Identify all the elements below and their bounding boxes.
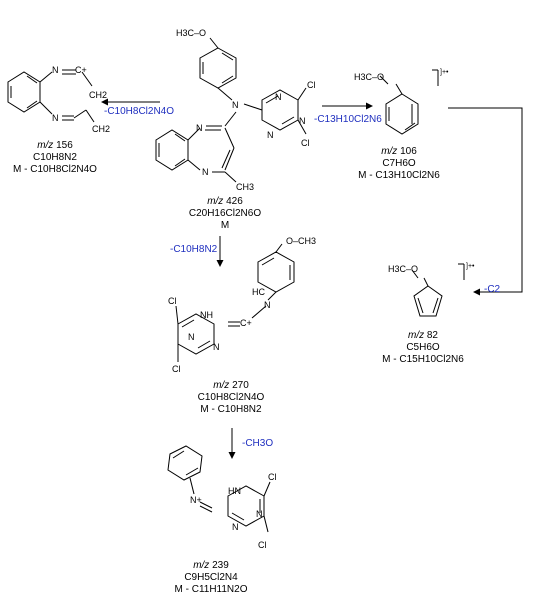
frag270-cl-top: Cl — [168, 296, 177, 306]
frag156-CH2-top: CH2 — [89, 90, 107, 100]
center-cl-top: Cl — [307, 80, 316, 90]
frag156-caption: m/z 156 C10H8N2 M - C10H8Cl2N4O — [0, 140, 110, 176]
frag156-C-plus: C+ — [75, 65, 87, 75]
frag82-caption: m/z 82 C5H6O M - C15H10Cl2N6 — [368, 330, 478, 366]
frag239-mz: m/z 239 — [193, 560, 229, 571]
arrow-to-82 — [448, 107, 523, 296]
frag106-mz: m/z 106 — [381, 146, 417, 157]
arrow-label-239: -CH3O — [242, 438, 274, 449]
frag82-mz: m/z 82 — [407, 330, 438, 341]
frag156-N1: N — [52, 65, 59, 75]
frag239-HN: HN — [228, 486, 241, 496]
frag239-caption: m/z 239 C9H5Cl2N4 M - C11H11N2O — [156, 560, 266, 596]
center-cl-bottom: Cl — [301, 138, 310, 148]
frag270-N3: N — [188, 332, 195, 342]
frag106-loss: M - C13H10Cl2N6 — [358, 170, 440, 181]
parent-molecule: H3C–O N N N CH3 — [155, 28, 316, 192]
frag156-CH2-bottom: CH2 — [92, 124, 110, 134]
frag270-HC: HC — [252, 287, 265, 297]
frag270-loss: M - C10H8N2 — [200, 404, 262, 415]
frag239-cl-top: Cl — [268, 472, 277, 482]
frag106-radical: ]+• — [440, 69, 449, 76]
fragment-156 — [7, 69, 95, 123]
frag270-caption: m/z 270 C10H8Cl2N4O M - C10H8N2 — [176, 380, 286, 416]
arrow-label-82: -C2 — [484, 284, 501, 295]
arrow-label-106: -C13H10Cl2N6 — [314, 114, 382, 125]
frag239-cl-bottom: Cl — [258, 540, 267, 550]
center-amine-N: N — [232, 100, 239, 110]
frag106-methoxy: H3C–O — [354, 72, 384, 82]
frag270-mz: m/z 270 — [213, 380, 249, 391]
fragment-270 — [175, 243, 295, 362]
arrow-label-270: -C10H8N2 — [170, 244, 218, 255]
frag270-formula: C10H8Cl2N4O — [197, 392, 265, 403]
center-diaz-N1: N — [196, 123, 203, 133]
center-methoxy-label: H3C–O — [176, 28, 206, 38]
frag156-N2: N — [52, 113, 59, 123]
center-methyl: CH3 — [236, 182, 254, 192]
frag156-formula: C10H8N2 — [33, 152, 77, 163]
frag270-methoxy: O–CH3 — [286, 236, 316, 246]
fragment-106 — [379, 69, 439, 135]
frag270-C-plus: C+ — [240, 318, 252, 328]
fragment-82 — [411, 263, 465, 317]
frag106-formula: C7H6O — [382, 158, 416, 169]
frag270-cl-bottom: Cl — [172, 364, 181, 374]
frag239-N2: N — [256, 509, 263, 519]
frag82-methoxy: H3C–O — [388, 264, 418, 274]
benzodiazepine-ring — [155, 111, 237, 183]
frag270-N-ring: N — [264, 300, 271, 310]
parent-label: M — [220, 220, 230, 231]
frag270-NH: NH — [200, 310, 213, 320]
center-triazine-N3: N — [299, 116, 306, 126]
frag239-formula: C9H5Cl2N4 — [184, 572, 238, 583]
frag156-mz: m/z 156 — [37, 140, 73, 151]
frag239-loss: M - C11H11N2O — [174, 584, 248, 595]
frag156-loss: M - C10H8Cl2N4O — [13, 164, 97, 175]
frag82-loss: M - C15H10Cl2N6 — [382, 354, 464, 365]
parent-formula: C20H16Cl2N6O — [188, 208, 262, 219]
center-triazine-N1: N — [275, 92, 282, 102]
frag106-caption: m/z 106 C7H6O M - C13H10Cl2N6 — [344, 146, 454, 182]
frag270-N2: N — [213, 342, 220, 352]
frag82-radical: ]+• — [466, 263, 475, 270]
center-triazine-N2: N — [267, 130, 274, 140]
methoxyphenyl-ring — [199, 37, 237, 101]
fragment-239 — [167, 445, 271, 533]
arrow-label-156: -C10H8Cl2N4O — [104, 106, 175, 117]
parent-mz: m/z 426 — [207, 196, 243, 207]
frag239-N-plus: N+ — [190, 495, 202, 505]
parent-caption: m/z 426 C20H16Cl2N6O M — [170, 196, 280, 232]
center-diaz-N2: N — [202, 167, 209, 177]
frag239-N3: N — [232, 522, 239, 532]
triazine-ring — [243, 87, 307, 135]
frag82-formula: C5H6O — [406, 342, 440, 353]
